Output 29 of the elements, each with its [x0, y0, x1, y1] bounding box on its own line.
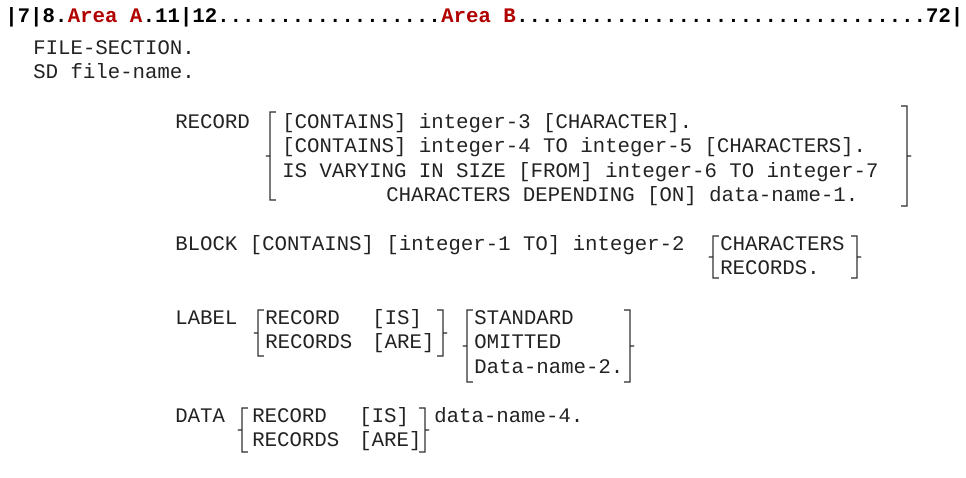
syntax-text: data-name-4.	[436, 407, 578, 422]
syntax-text: RECORD	[266, 310, 339, 324]
syntax-text: RECORDS	[266, 334, 352, 348]
syntax-text: BLOCK [CONTAINS] [integer-1 TO] integer-2	[176, 235, 683, 254]
syntax-text: [IS]	[363, 407, 405, 426]
syntax-text: [IS]	[376, 309, 418, 328]
area-label: Area A	[68, 8, 142, 22]
syntax-text: [CONTAINS] integer-3 [CHARACTER].	[286, 113, 688, 132]
syntax-text: OMITTED	[475, 334, 560, 348]
syntax-text: RECORDS	[254, 432, 338, 446]
syntax-text: [CONTAINS] integer-4 TO integer-5 [CHARACTERS].	[286, 137, 861, 156]
syntax-text: [ARE]	[376, 333, 430, 352]
syntax-text: DATA	[176, 408, 225, 422]
syntax-text: [ARE]	[363, 431, 418, 450]
syntax-text: LABEL	[178, 310, 236, 324]
syntax-text: IS VARYING IN SIZE [FROM] integer-6 TO integer-7	[284, 162, 877, 182]
syntax-text: RECORD	[254, 408, 326, 422]
area-label: Area B	[441, 8, 516, 22]
syntax-text: CHARACTERS DEPENDING [ON] data-name-1.	[387, 186, 854, 206]
column-ruler: |7|8.	[10, 7, 63, 27]
syntax-text: RECORDS.	[722, 260, 815, 274]
column-ruler: .................................72|	[520, 7, 958, 27]
syntax-text: RECORD	[176, 114, 249, 128]
syntax-text: CHARACTERS	[721, 236, 844, 250]
syntax-text: SD file-name.	[34, 63, 190, 78]
syntax-text: FILE-SECTION.	[35, 40, 190, 54]
syntax-text: Data-name-2.	[476, 359, 618, 374]
syntax-text: STANDARD	[475, 310, 573, 324]
column-ruler: .11|12..................	[147, 7, 436, 27]
